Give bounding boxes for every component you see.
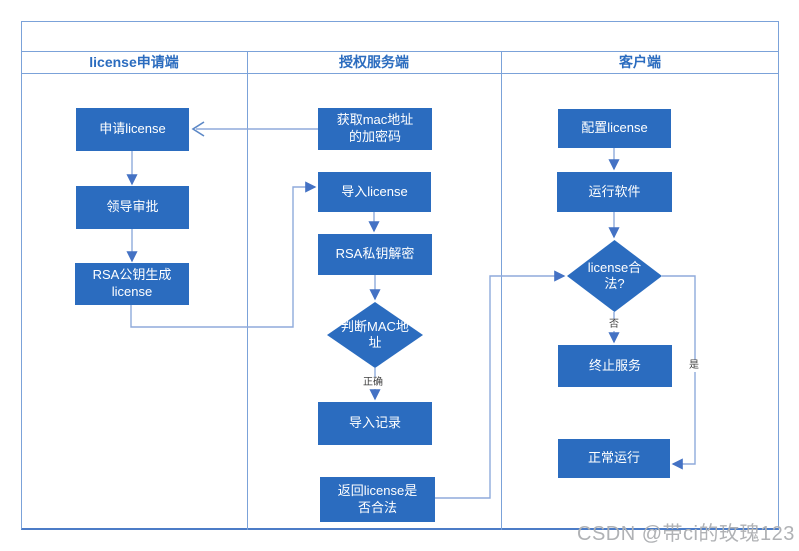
lane-header-client: 客户端 bbox=[619, 54, 661, 70]
decision-check-mac-label: 判断MAC地 址 bbox=[341, 318, 409, 350]
edge-label-yes: 是 bbox=[688, 360, 700, 372]
lane-divider-2 bbox=[501, 51, 502, 530]
lane-header-auth-server: 授权服务端 bbox=[339, 54, 409, 70]
decision-license-valid-shape bbox=[567, 240, 662, 312]
decision-license-valid-label: license合 法? bbox=[587, 259, 642, 291]
lane-divider-1 bbox=[247, 51, 248, 530]
process-import-license: 导入license bbox=[318, 172, 431, 212]
process-get-mac-cipher: 获取mac地址 的加密码 bbox=[318, 108, 432, 150]
process-rsa-generate-license: RSA公钥生成 license bbox=[75, 263, 189, 305]
process-run-software: 运行软件 bbox=[557, 172, 672, 212]
swimlane-frame bbox=[21, 21, 779, 530]
process-normal-run: 正常运行 bbox=[558, 439, 670, 478]
process-leader-approval: 领导审批 bbox=[76, 186, 189, 229]
process-return-license-valid: 返回license是 否合法 bbox=[320, 477, 435, 522]
lane-header-row bbox=[21, 51, 779, 74]
decision-check-mac-shape bbox=[327, 302, 423, 368]
process-config-license: 配置license bbox=[558, 109, 671, 148]
process-stop-service: 终止服务 bbox=[558, 345, 672, 387]
csdn-watermark: CSDN @带ci的玫瑰123 bbox=[577, 523, 795, 545]
process-apply-license: 申请license bbox=[76, 108, 189, 151]
connector-rsagen-to-importlicense bbox=[130, 181, 317, 328]
process-import-record: 导入记录 bbox=[318, 402, 432, 445]
connector-returnvalid-to-licensevalid bbox=[435, 270, 566, 499]
edge-label-no: 否 bbox=[608, 319, 620, 331]
lane-header-license-request: license申请端 bbox=[89, 54, 179, 70]
edge-label-correct: 正确 bbox=[362, 377, 384, 389]
process-rsa-decrypt: RSA私钥解密 bbox=[318, 234, 432, 275]
chevron-arrowhead-apply bbox=[191, 121, 205, 137]
